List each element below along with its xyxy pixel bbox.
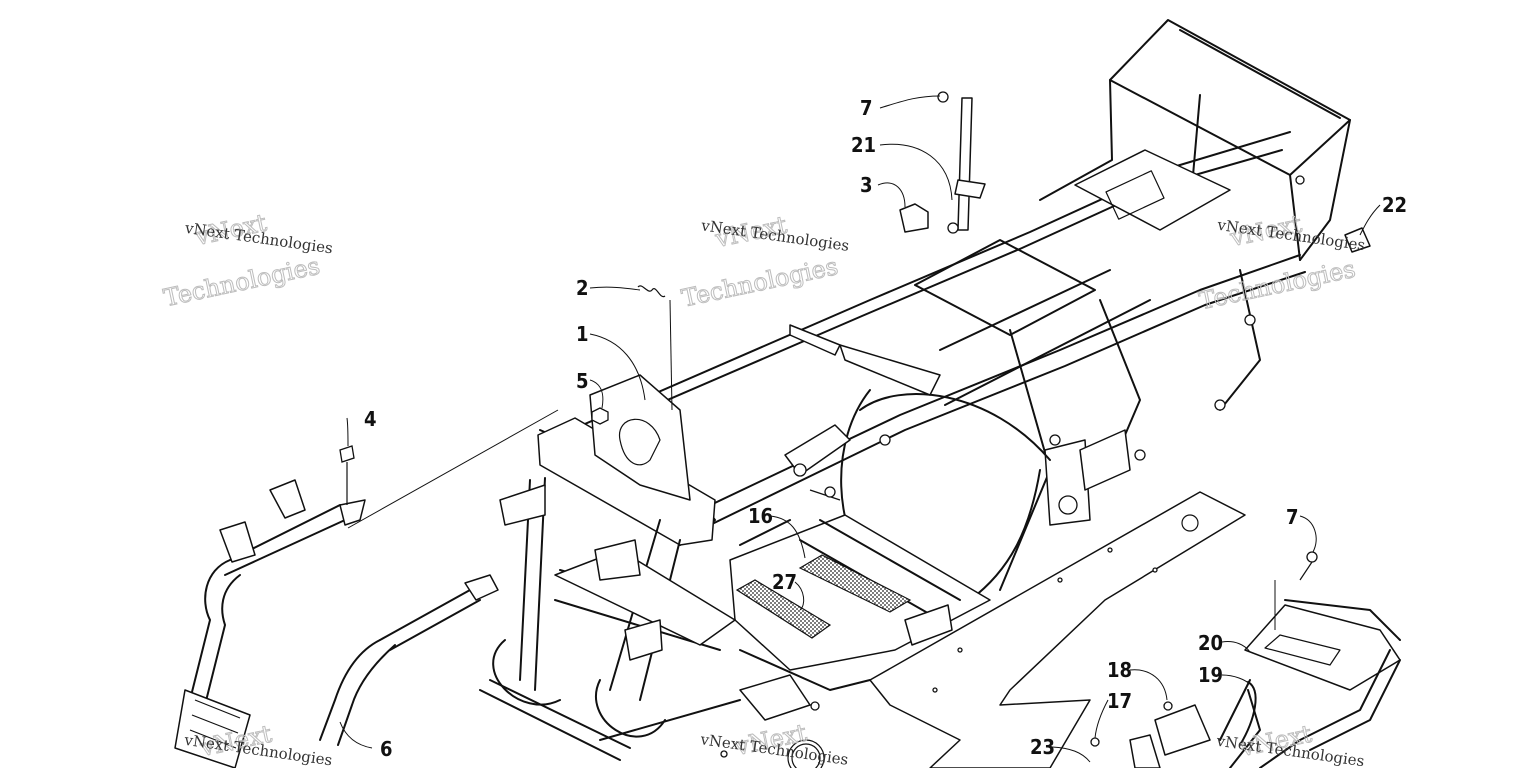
callout-4: 4 [364,407,377,431]
callout-19: 19 [1198,663,1223,687]
watermark-technologies-big: Technologies [161,252,322,312]
callout-20: 20 [1198,631,1223,655]
callout-3: 3 [860,173,873,197]
rear-rack [1129,580,1401,768]
callout-labels: 7 21 3 22 2 1 5 4 16 27 7 20 18 19 17 23… [364,96,1407,761]
watermark-1: vNext Technologies vNext Technologies [161,208,334,313]
watermark-5: vNext vNext Technologies [698,718,849,768]
small-parts [339,91,1371,758]
callout-5: 5 [576,369,589,393]
callout-7-top: 7 [860,96,873,120]
front-bumper [174,409,559,768]
callout-22: 22 [1382,193,1407,217]
callout-1: 1 [576,322,589,346]
callout-23: 23 [1030,735,1055,759]
callout-18: 18 [1107,658,1132,682]
callout-6: 6 [380,737,393,761]
callout-27: 27 [772,570,797,594]
callout-17: 17 [1107,689,1132,713]
callout-21: 21 [851,133,876,157]
watermark-6: vNext vNext Technologies [1214,719,1365,768]
callout-16: 16 [748,504,773,528]
leader-lines [339,95,1381,763]
callout-7-right: 7 [1286,505,1299,529]
watermark-2: vNext Technologies vNext Technologies [679,210,851,313]
callout-2: 2 [576,276,589,300]
skid-plate [787,491,1246,768]
watermark-technologies-big: Technologies [679,252,840,312]
